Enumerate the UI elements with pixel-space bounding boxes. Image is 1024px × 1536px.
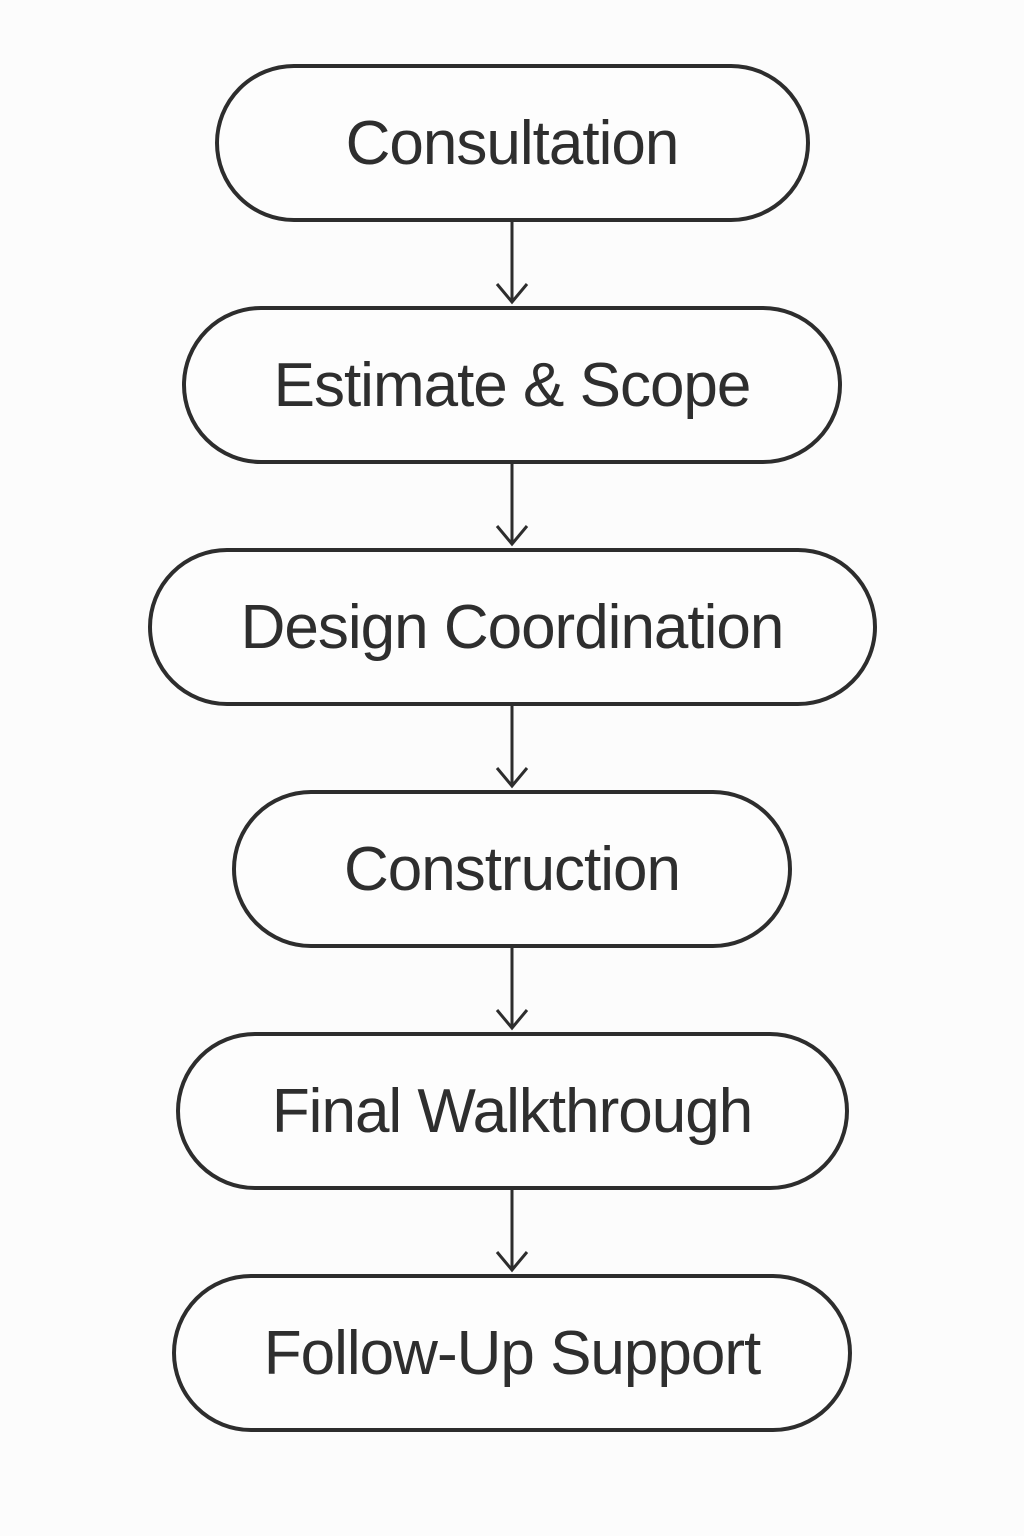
flow-node-estimate-scope: Estimate & Scope xyxy=(181,306,843,464)
flow-node-design-coordination: Design Coordination xyxy=(147,548,877,706)
flow-node-label: Follow-Up Support xyxy=(263,1318,761,1388)
process-flowchart: Consultation Estimate & Scope Design Coo… xyxy=(147,64,877,1432)
down-arrow-icon xyxy=(495,222,529,305)
flow-node-final-walkthrough: Final Walkthrough xyxy=(175,1032,849,1190)
flow-node-label: Final Walkthrough xyxy=(271,1076,753,1146)
flow-node-label: Design Coordination xyxy=(240,592,785,662)
down-arrow-icon xyxy=(495,1190,529,1273)
flow-node-consultation: Consultation xyxy=(214,64,810,222)
down-arrow-icon xyxy=(495,706,529,789)
flow-node-follow-up-support: Follow-Up Support xyxy=(171,1274,853,1432)
flow-node-label: Consultation xyxy=(345,108,680,178)
down-arrow-icon xyxy=(495,948,529,1031)
down-arrow-icon xyxy=(495,464,529,547)
flow-node-label: Construction xyxy=(343,834,681,904)
flow-node-construction: Construction xyxy=(232,790,792,948)
flow-node-label: Estimate & Scope xyxy=(273,350,752,420)
